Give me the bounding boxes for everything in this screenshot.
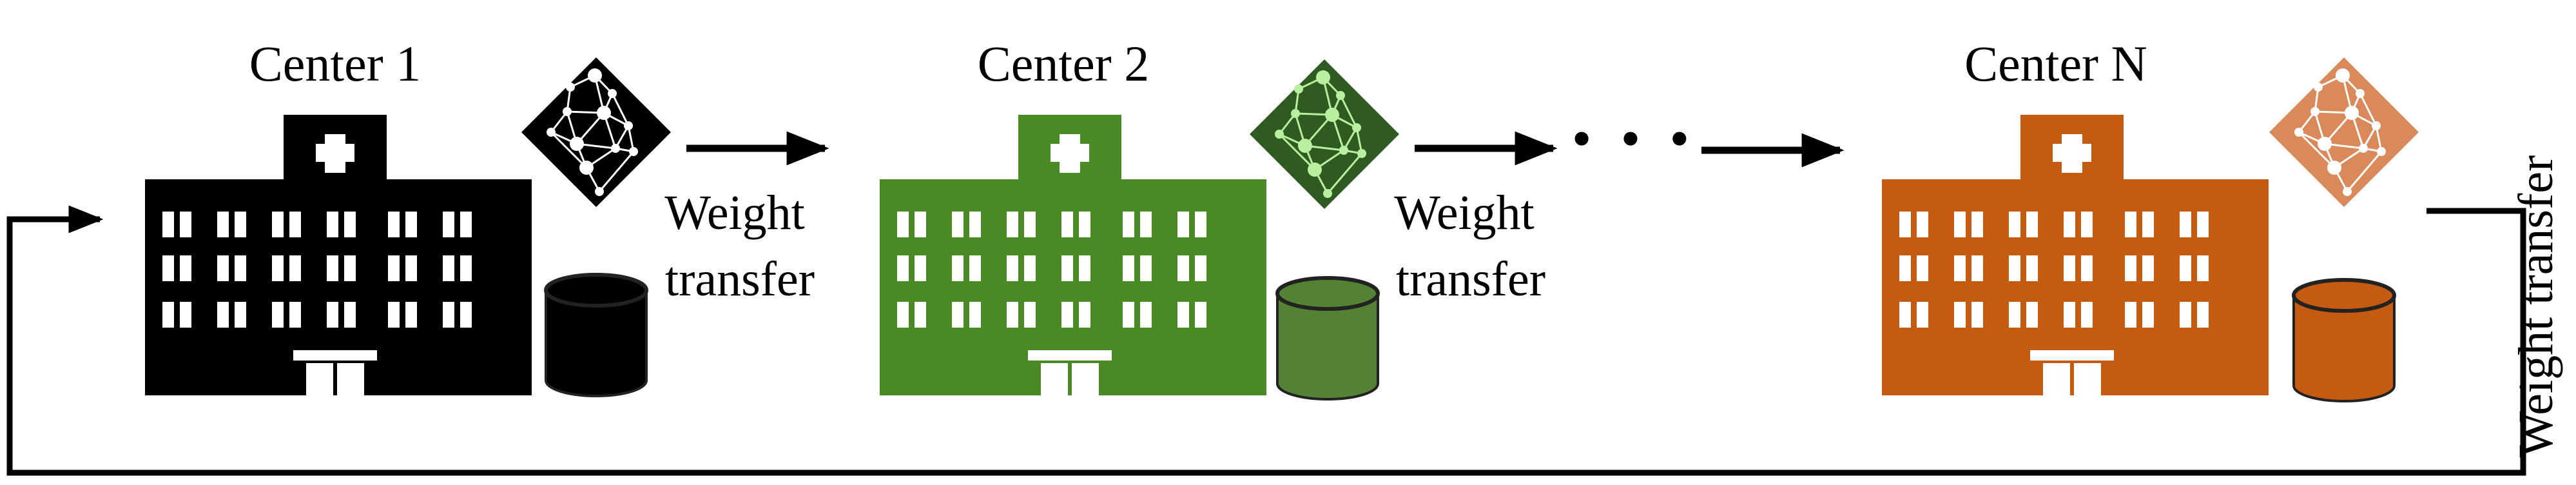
weight-transfer-label-1: Weight (664, 186, 805, 240)
weight-transfer-label-2: Weight (1394, 186, 1535, 240)
neural-network-icon-center-n (2269, 57, 2419, 207)
database-cylinder-icon-center-2 (1275, 276, 1380, 401)
database-cylinder-icon-center-n (2292, 278, 2396, 402)
hospital-icon-center-n (1882, 115, 2269, 395)
hospital-icon-center-1 (145, 115, 532, 395)
return-loop-line (6, 205, 2526, 476)
neural-network-icon-center-2 (1250, 59, 1399, 209)
database-cylinder-icon-center-1 (544, 273, 648, 397)
neural-network-icon-center-1 (521, 57, 671, 207)
center-n-title: Center N (1964, 35, 2147, 92)
center-1-title: Center 1 (249, 35, 421, 92)
center-2-title: Center 2 (978, 35, 1149, 92)
weight-transfer-label-2b: transfer (1396, 252, 1545, 306)
hospital-icon-center-2 (880, 115, 1266, 395)
weight-transfer-label-1b: transfer (665, 252, 815, 306)
return-weight-transfer-label: Weight transfer (2509, 155, 2563, 458)
ellipsis: · · · (1567, 92, 1693, 185)
